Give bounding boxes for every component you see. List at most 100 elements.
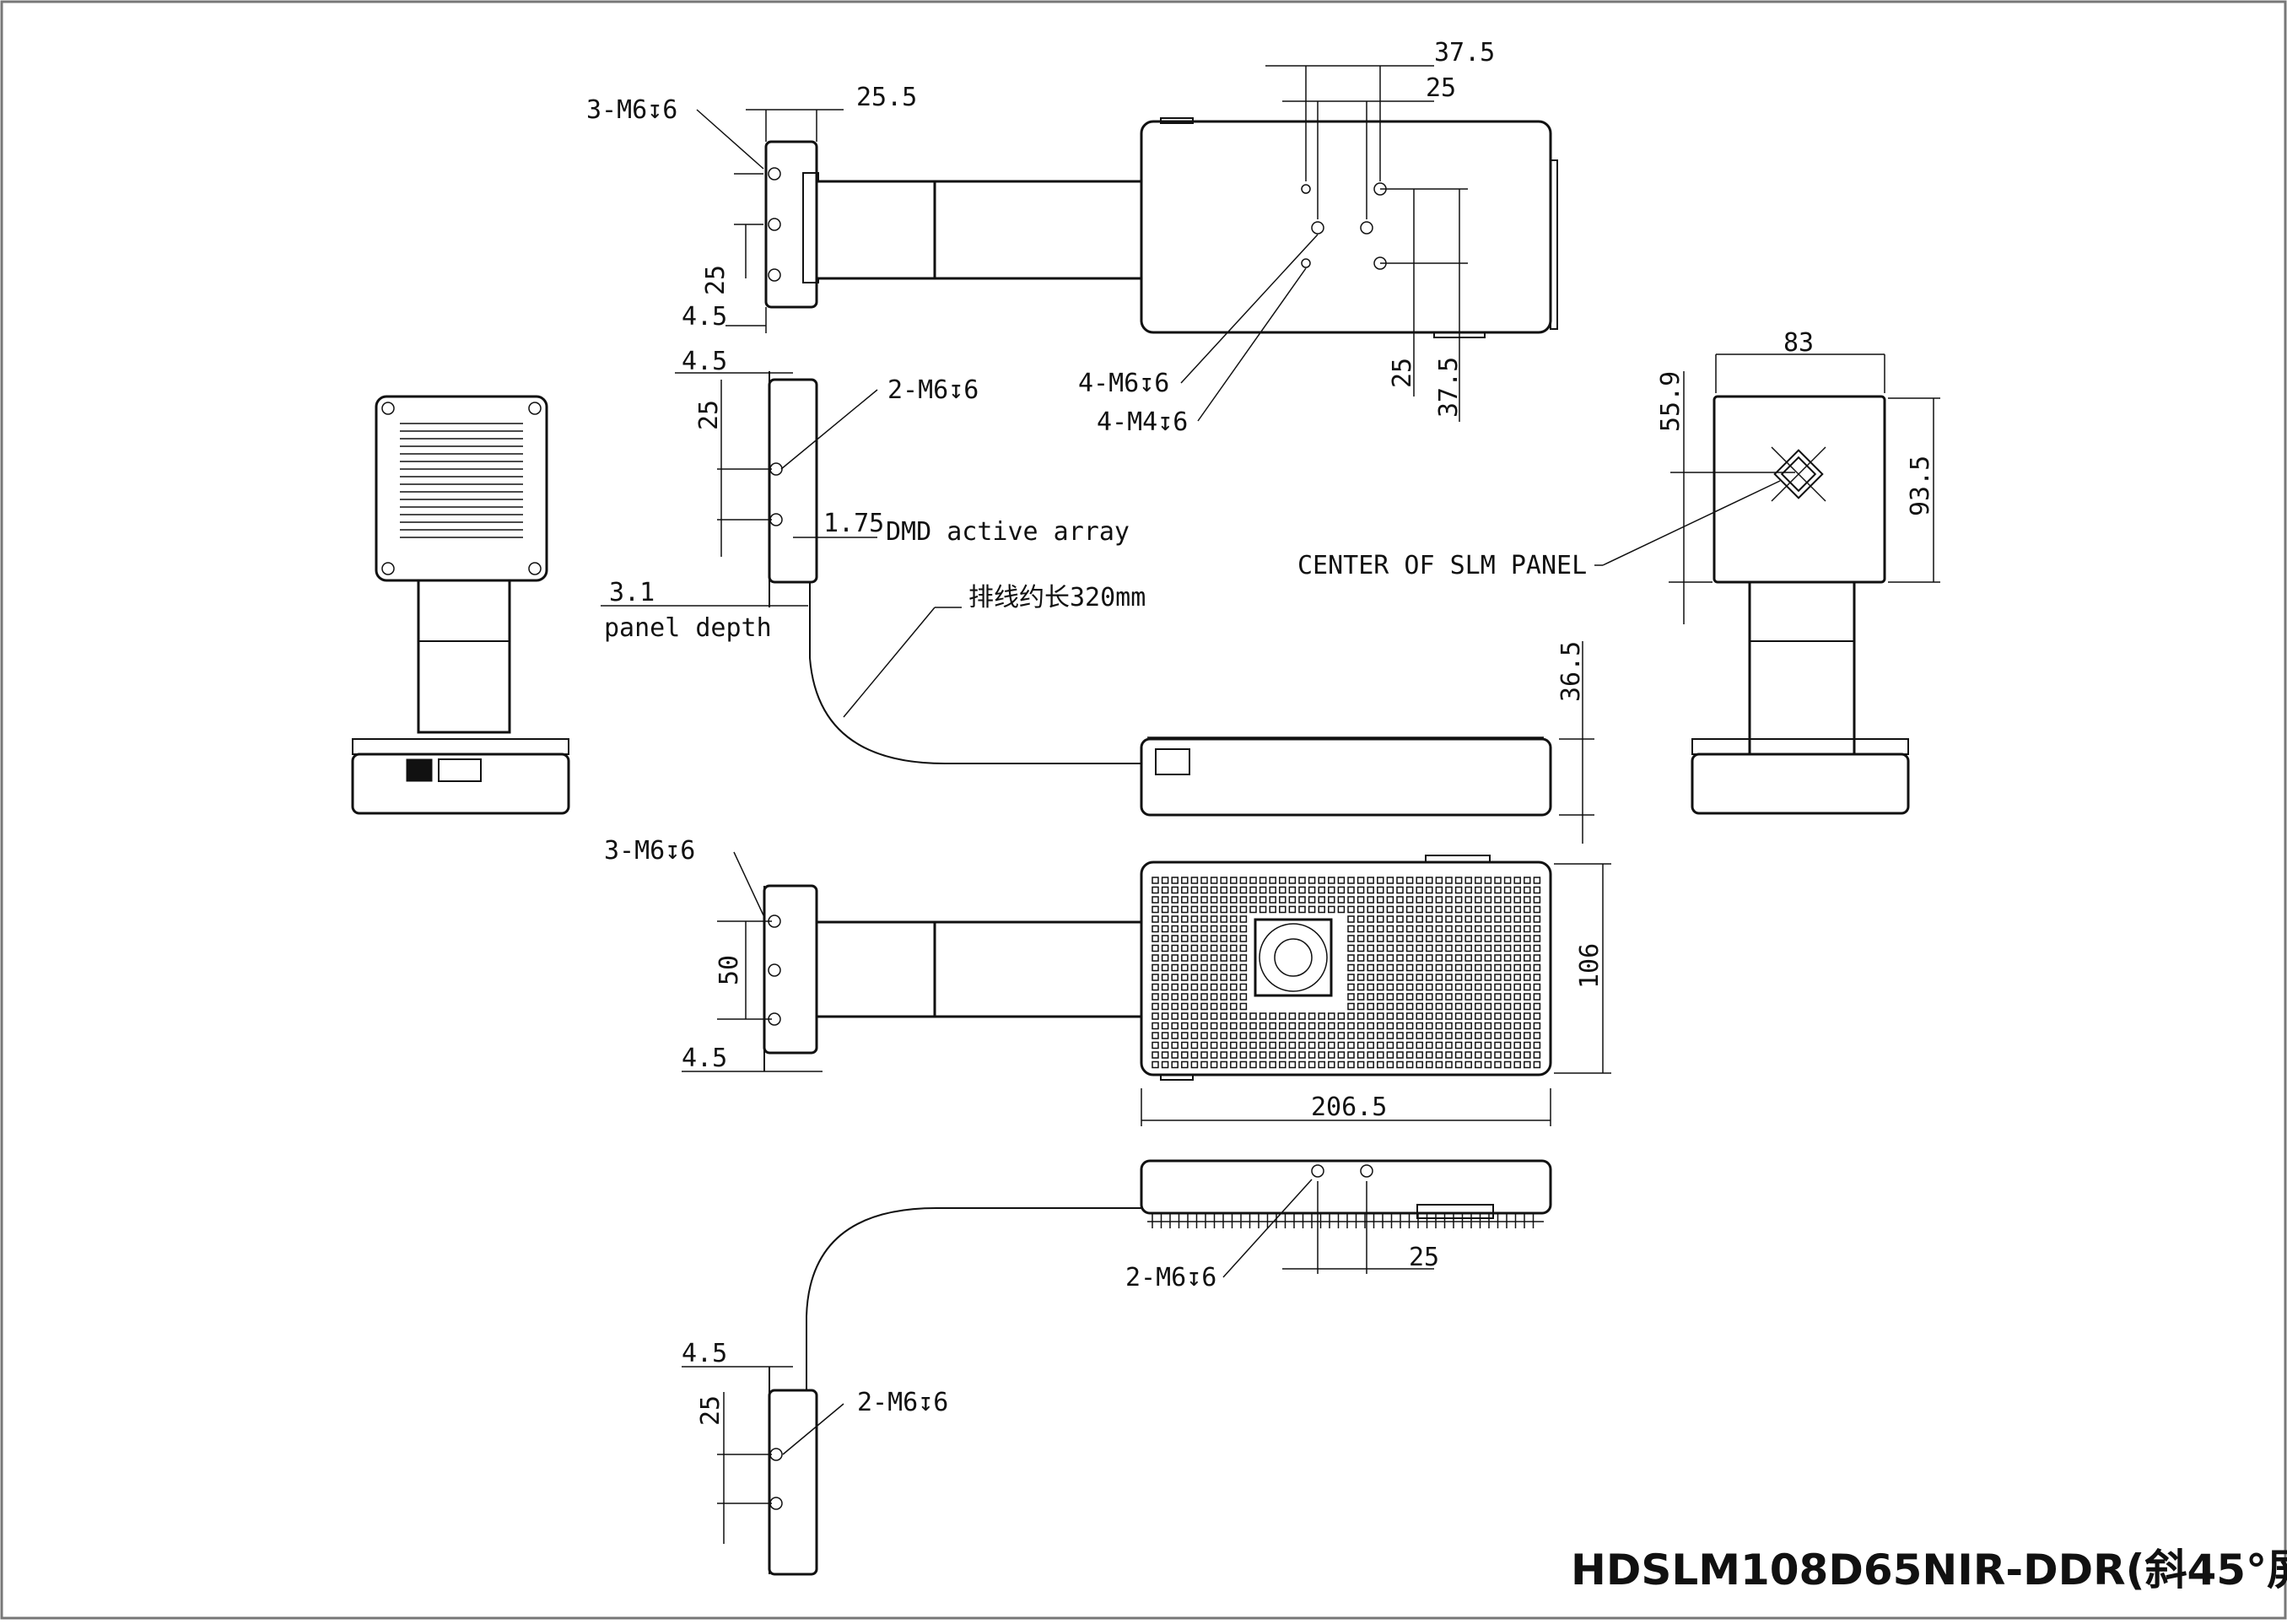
vent-hole [1161, 877, 1169, 884]
vent-hole [1210, 877, 1218, 884]
vent-hole [1279, 1041, 1286, 1049]
vent-hole [1475, 925, 1482, 933]
vent-hole [1288, 896, 1297, 904]
dim-4-5-d: 4.5 [682, 1339, 727, 1368]
vent-hole [1494, 1002, 1502, 1011]
vent-hole [1357, 944, 1365, 952]
vent-hole [1171, 1002, 1179, 1011]
vent-hole [1357, 1041, 1365, 1049]
vent-hole [1524, 877, 1531, 884]
vent-hole [1347, 1041, 1355, 1049]
vent-hole [1347, 983, 1355, 991]
vent-hole [1445, 944, 1453, 952]
vent-hole [1416, 954, 1423, 962]
vent-hole [1513, 915, 1521, 923]
vent-hole [1181, 1051, 1189, 1059]
vent-hole [1405, 1041, 1414, 1049]
vent-hole [1464, 954, 1472, 962]
vent-hole [1171, 993, 1179, 1001]
vent-hole [1464, 886, 1472, 894]
vent-hole [1513, 954, 1521, 962]
vent-hole [1171, 954, 1179, 962]
vent-hole [1230, 935, 1238, 942]
vent-hole [1220, 1060, 1227, 1069]
dim-1-75: 1.75 [823, 509, 884, 538]
vent-hole [1533, 944, 1541, 952]
vent-hole [1367, 925, 1374, 933]
vent-hole [1161, 1060, 1169, 1069]
vent-hole [1533, 954, 1541, 962]
vent-hole [1386, 1022, 1394, 1030]
vent-hole [1475, 905, 1482, 914]
vent-hole [1464, 915, 1472, 923]
vent-hole [1337, 1022, 1346, 1030]
vent-hole [1161, 896, 1169, 904]
vent-hole [1475, 954, 1482, 962]
callout-3-m6-top: 3-M6↧6 [586, 95, 677, 125]
vent-hole [1152, 954, 1159, 962]
vent-hole [1239, 974, 1248, 981]
vent-hole [1426, 905, 1433, 914]
vent-hole [1524, 983, 1531, 991]
vent-hole [1377, 1012, 1384, 1020]
vent-hole [1171, 905, 1179, 914]
vent-hole [1367, 1032, 1374, 1039]
vent-hole [1288, 1012, 1297, 1020]
vent-hole [1396, 886, 1404, 894]
vent-hole [1210, 935, 1218, 942]
vent-hole [1445, 915, 1453, 923]
vent-hole [1210, 1032, 1218, 1039]
vent-hole [1347, 1002, 1355, 1011]
vent-hole [1426, 896, 1433, 904]
vent-hole [1494, 877, 1502, 884]
dim-93-5: 93.5 [1906, 456, 1935, 516]
vent-hole [1524, 1051, 1531, 1059]
vent-hole [1190, 974, 1199, 981]
vent-hole [1357, 974, 1365, 981]
vent-hole [1152, 1012, 1159, 1020]
vent-hole [1426, 1012, 1433, 1020]
vent-hole [1454, 974, 1463, 981]
vent-hole [1416, 886, 1423, 894]
vent-hole [1513, 983, 1521, 991]
vent-hole [1524, 1032, 1531, 1039]
vent-hole [1533, 963, 1541, 972]
vent-hole [1347, 944, 1355, 952]
vent-hole [1190, 1060, 1199, 1069]
vent-hole [1513, 925, 1521, 933]
vent-hole [1416, 905, 1423, 914]
vent-hole [1484, 877, 1492, 884]
vent-hole [1181, 944, 1189, 952]
vent-hole [1152, 925, 1159, 933]
vent-hole [1533, 896, 1541, 904]
vent-hole [1152, 1051, 1159, 1059]
left-front-view [351, 395, 570, 815]
vent-hole [1190, 944, 1199, 952]
vent-hole [1269, 1041, 1276, 1049]
vent-hole [1426, 935, 1433, 942]
vent-hole [1386, 896, 1394, 904]
vent-hole [1503, 1032, 1512, 1039]
dim-25-left-top: 25 [701, 265, 731, 295]
vent-hole [1259, 896, 1267, 904]
vent-hole [1524, 1012, 1531, 1020]
vent-hole [1210, 1022, 1218, 1030]
vent-hole [1190, 905, 1199, 914]
vent-hole [1416, 915, 1423, 923]
vent-hole [1161, 1051, 1169, 1059]
vent-hole [1220, 974, 1227, 981]
vent-hole [1171, 877, 1179, 884]
vent-hole [1239, 877, 1248, 884]
vent-hole [1464, 896, 1472, 904]
vent-hole [1181, 886, 1189, 894]
vent-hole [1337, 905, 1346, 914]
vent-hole [1416, 1012, 1423, 1020]
dim-106: 106 [1575, 943, 1605, 989]
vent-hole [1161, 935, 1169, 942]
vent-hole [1357, 886, 1365, 894]
vent-hole [1200, 974, 1208, 981]
vent-hole [1171, 896, 1179, 904]
vent-hole [1230, 993, 1238, 1001]
vent-hole [1396, 915, 1404, 923]
vent-hole [1318, 1022, 1325, 1030]
